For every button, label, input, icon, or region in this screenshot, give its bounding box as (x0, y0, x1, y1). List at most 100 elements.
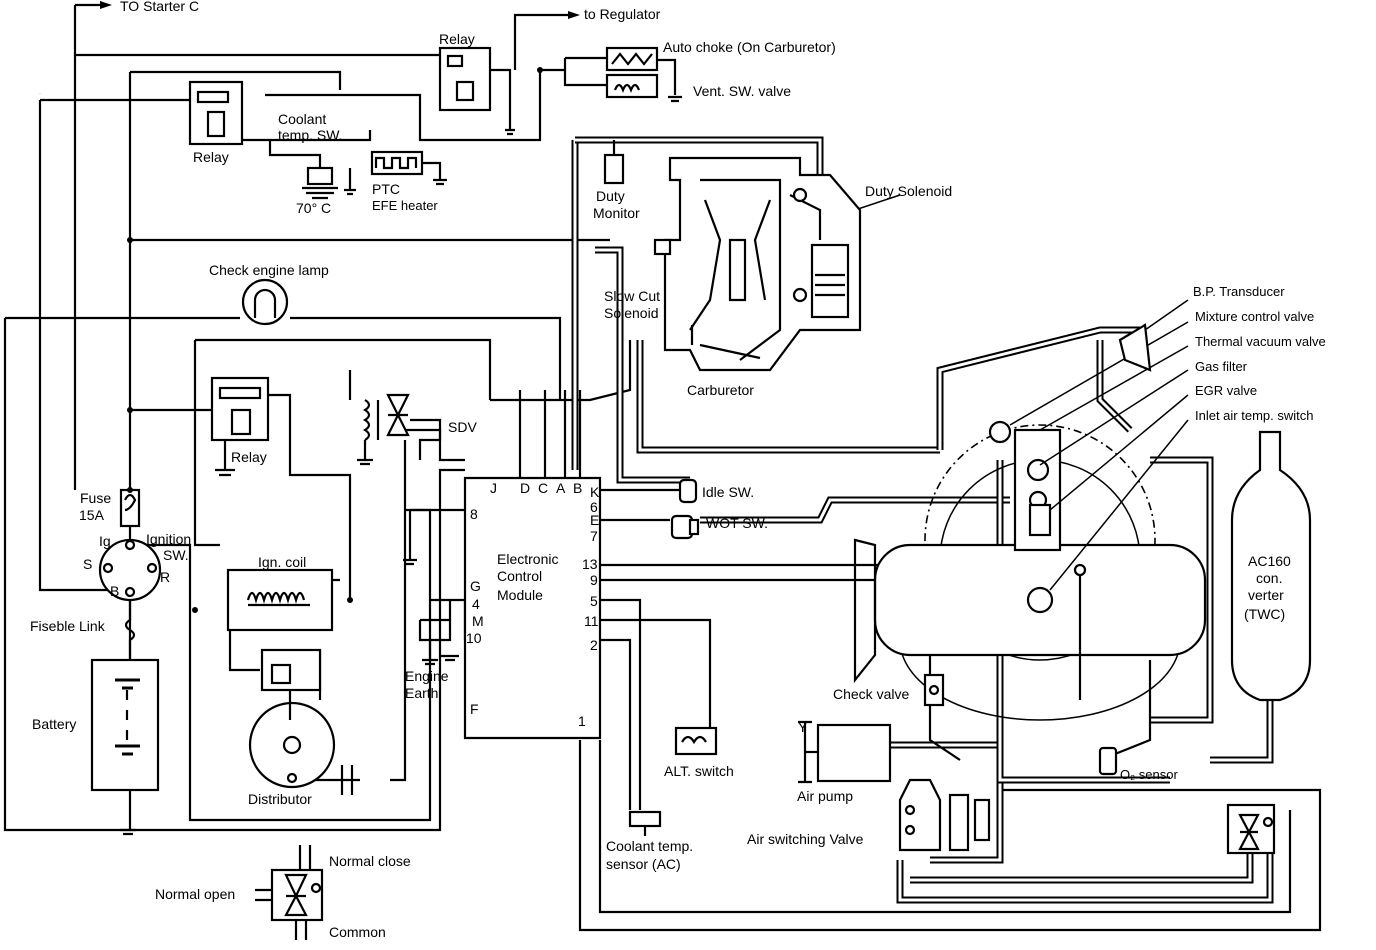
pin-2: 2 (590, 637, 598, 653)
label-ig: Ig (99, 533, 111, 549)
sdv-coil (357, 399, 380, 466)
pin-1: 1 (578, 713, 586, 729)
idle-switch (678, 478, 698, 504)
label-check-engine-lamp: Check engine lamp (209, 262, 329, 278)
label-to-starter: TO Starter C (120, 0, 199, 14)
ignition-coil (226, 568, 334, 632)
label-carburetor: Carburetor (687, 382, 754, 398)
label-sw-b: B (110, 583, 119, 599)
label-ign-coil: Ign. coil (258, 554, 306, 570)
label-coolant-sensor-1: Coolant temp. (606, 838, 693, 854)
label-relay-left: Relay (193, 149, 229, 165)
label-wot-sw: WOT SW. (706, 515, 768, 531)
label-duty-monitor-1: Duty (596, 188, 625, 204)
pin-f: F (470, 701, 479, 717)
alt-switch (674, 726, 718, 756)
label-inlet-air-temp: Inlet air temp. switch (1195, 408, 1314, 423)
pin-8: 8 (470, 506, 478, 522)
label-ac160-4: (TWC) (1244, 606, 1285, 622)
label-ac160-1: AC160 (1248, 553, 1291, 569)
label-ac160-2: con. (1256, 570, 1282, 586)
label-duty-solenoid: Duty Solenoid (865, 183, 952, 199)
pin-a: A (556, 480, 566, 496)
label-ptc-2: EFE heater (372, 198, 438, 213)
check-engine-lamp (241, 278, 289, 326)
label-fuse-1: Fuse (80, 490, 111, 506)
fuse-15a (119, 488, 141, 528)
label-duty-monitor-2: Monitor (593, 205, 640, 221)
carburetor (653, 156, 862, 372)
check-valve (923, 673, 945, 707)
label-sw-r: R (160, 569, 170, 585)
pin-c: C (538, 480, 548, 496)
auto-choke (505, 46, 682, 136)
label-ecm-3: Module (497, 587, 543, 603)
label-thermal-vacuum: Thermal vacuum valve (1195, 334, 1326, 349)
vacuum-switching-valve (1226, 803, 1276, 855)
pin-b: B (573, 480, 582, 496)
label-to-regulator: to Regulator (584, 6, 661, 22)
pin-9: 9 (590, 572, 598, 588)
leader-lines (809, 194, 1189, 591)
pin-10: 10 (466, 630, 482, 646)
coolant-temp-switch (268, 140, 447, 200)
label-ignition-2: SW. (163, 547, 189, 563)
fusible-link (124, 600, 136, 660)
ignition-switch (98, 538, 162, 602)
label-ecm-1: Electronic (497, 551, 558, 567)
label-70c: 70° C (296, 200, 331, 216)
label-egr-valve: EGR valve (1195, 383, 1257, 398)
label-ignition-1: Ignition (146, 531, 191, 547)
label-fusible-link: Fiseble Link (30, 618, 106, 634)
label-battery: Battery (32, 716, 76, 732)
label-ecm-2: Control (497, 568, 542, 584)
label-relay-mid: Relay (231, 449, 267, 465)
coolant-temp-sensor (628, 810, 662, 836)
wire-crossings (38, 67, 543, 613)
label-relay-top: Relay (439, 31, 475, 47)
relay-top (438, 46, 492, 112)
relay-mid (210, 376, 270, 477)
engine-earth (403, 558, 459, 666)
pin-k: K (590, 484, 600, 500)
label-alt-switch: ALT. switch (664, 763, 734, 779)
label-normal-close: Normal close (329, 853, 411, 869)
pin-g: G (470, 578, 481, 594)
pin-d: D (520, 480, 530, 496)
label-coolant-temp-sw-1: Coolant (278, 111, 326, 127)
label-auto-choke: Auto choke (On Carburetor) (663, 39, 836, 55)
label-air-switching: Air switching Valve (747, 831, 864, 847)
label-normal-open: Normal open (155, 886, 235, 902)
label-engine-earth-2: Earth (405, 685, 438, 701)
pin-6: 6 (590, 499, 598, 515)
pin-5: 5 (590, 593, 598, 609)
catalytic-converter (1230, 430, 1312, 702)
pin-13: 13 (582, 556, 598, 572)
labels: TO Starter C to Regulator Relay Auto cho… (30, 0, 1326, 940)
pin-11: 11 (584, 613, 599, 629)
label-idle-sw: Idle SW. (702, 484, 754, 500)
relay-left (188, 80, 244, 146)
battery (90, 658, 160, 836)
wiring-lines (3, 1, 1322, 932)
air-pump (798, 720, 892, 784)
label-check-valve: Check valve (833, 686, 909, 702)
engine-assembly (853, 420, 1207, 762)
o2-sensor (1098, 746, 1118, 776)
bp-transducer (1118, 323, 1152, 372)
label-coolant-sensor-2: sensor (AC) (606, 856, 681, 872)
distributor (248, 648, 354, 795)
label-fuse-2: 15A (79, 507, 105, 523)
wot-switch (670, 514, 700, 540)
label-slow-cut-1: Slow Cut (604, 288, 660, 304)
label-pump-y: Y (798, 719, 808, 735)
label-air-pump: Air pump (797, 788, 853, 804)
label-common: Common (329, 924, 386, 940)
pin-m: M (472, 613, 484, 629)
electronic-control-module (463, 476, 602, 740)
label-engine-earth-1: Engine (405, 668, 449, 684)
label-slow-cut-2: Solenoid (604, 305, 659, 321)
label-gas-filter: Gas filter (1195, 359, 1248, 374)
